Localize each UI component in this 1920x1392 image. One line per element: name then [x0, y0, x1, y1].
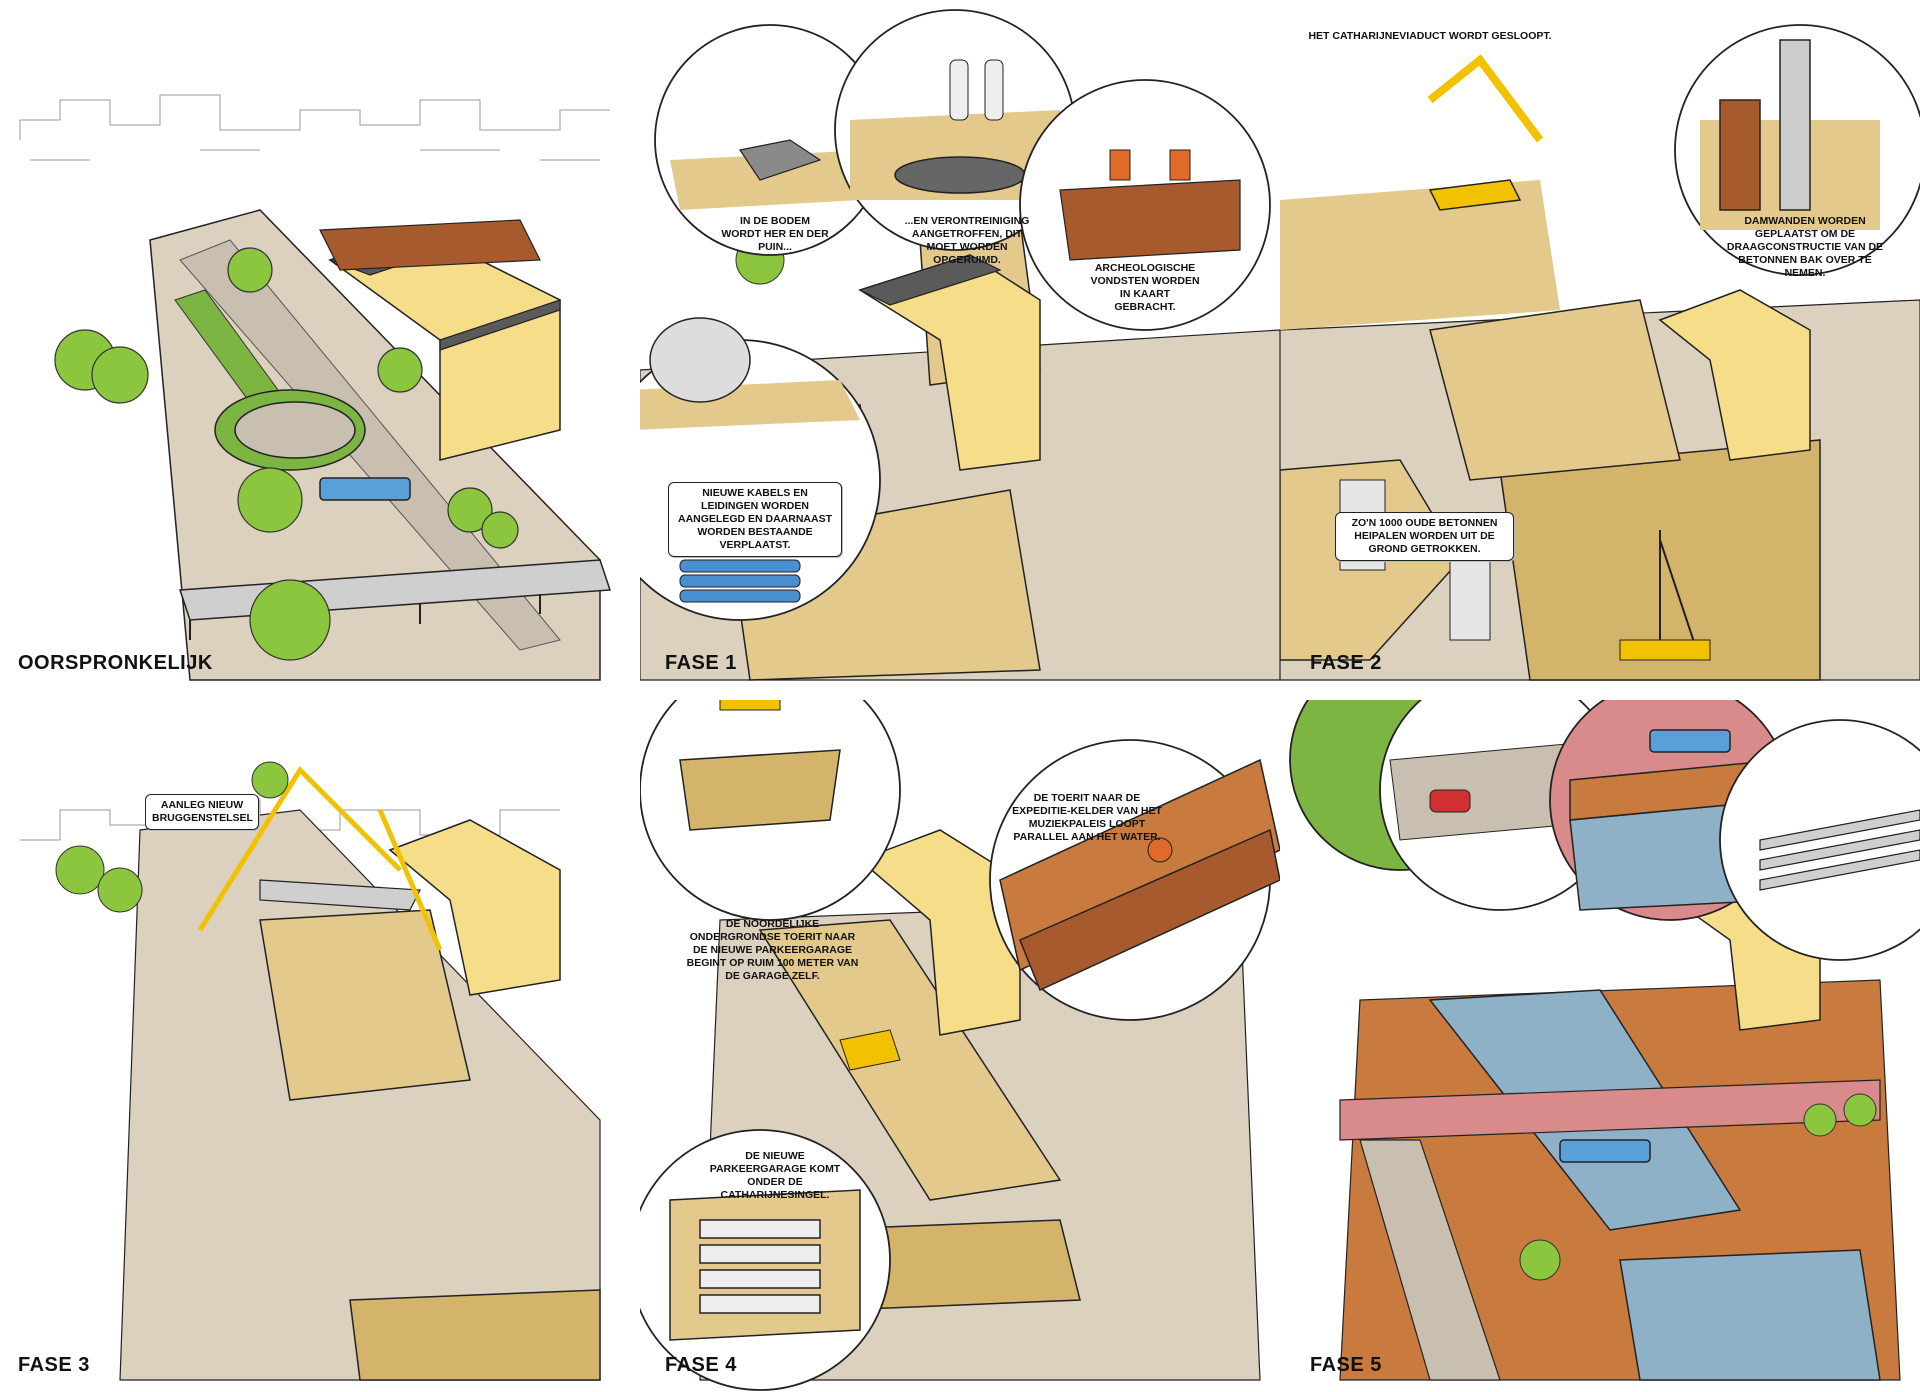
note-heipalen: ZO'N 1000 OUDE BETONNEN HEIPALEN WORDEN … [1335, 512, 1514, 561]
panel-label: FASE 2 [1310, 652, 1382, 674]
note-parkeergarage: DE NIEUWE PARKEERGARAGE KOMT ONDER DE CA… [709, 1150, 841, 1201]
note-noordelijke-toerit: DE NOORDELIJKE ONDERGRONDSE TOERIT NAAR … [686, 918, 859, 982]
panel-fase4-illustration [640, 700, 1280, 1391]
panel-fase4: DE NOORDELIJKE ONDERGRONDSE TOERIT NAAR … [640, 700, 1280, 1392]
excavator [1428, 179, 1522, 211]
panel-fase5: FASE 5 [1280, 700, 1920, 1392]
excavation-pit [259, 909, 471, 1101]
inset-circle-structure [1719, 719, 1920, 961]
note-viaduct: HET CATHARIJNEVIADUCT WORDT GESLOOPT. [1308, 30, 1552, 42]
note-puin: IN DE BODEM WORDT HER EN DER PUIN... [721, 215, 829, 253]
note-damwanden: DAMWANDEN WORDEN GEPLAATST OM DE DRAAGCO… [1726, 215, 1884, 279]
note-kabels: NIEUWE KABELS EN LEIDINGEN WORDEN AANGEL… [668, 482, 842, 557]
bus [319, 477, 411, 501]
panel-fase1-illustration [640, 9, 1280, 681]
note-verontreiniging: ...EN VERONTREINIGING AANGETROFFEN, DIT … [904, 215, 1030, 266]
bridge-deck [259, 879, 421, 911]
panel-fase5-illustration [1289, 700, 1920, 1381]
note-bruggenstelsel: AANLEG NIEUW BRUGGENSTELSEL [145, 794, 259, 830]
crane [197, 766, 402, 932]
building-block [1658, 289, 1811, 461]
crane [377, 809, 443, 951]
cement-truck [839, 1029, 901, 1071]
excavation-pit [1429, 299, 1681, 481]
panel-fase3: AANLEG NIEUW BRUGGENSTELSEL FASE 3 [0, 700, 640, 1392]
excavation-pit [758, 919, 1062, 1201]
pink-road [1339, 1079, 1881, 1141]
panel-label: FASE 5 [1310, 1354, 1382, 1376]
panel-fase2: HET CATHARIJNEVIADUCT WORDT GESLOOPT. DA… [1280, 0, 1920, 690]
road-lane [1359, 1139, 1501, 1381]
panel-label: FASE 3 [18, 1354, 90, 1376]
bus [1559, 1139, 1651, 1163]
panel-fase2-illustration [1280, 24, 1920, 681]
note-expeditiekelder: DE TOERIT NAAR DE EXPEDITIE-KELDER VAN H… [1012, 792, 1162, 843]
panel-oorspronkelijk: OORSPRONKELIJK [0, 0, 640, 690]
excavation-pit [349, 1289, 601, 1381]
building-block [388, 819, 561, 996]
panel-fase3-illustration [20, 761, 601, 1381]
panel-label: FASE 1 [665, 652, 737, 674]
panel-oorspronkelijk-illustration [19, 94, 612, 681]
building-block [858, 829, 1021, 1036]
panel-label: FASE 4 [665, 1354, 737, 1376]
panel-fase1: IN DE BODEM WORDT HER EN DER PUIN... ...… [640, 0, 1280, 690]
note-archeologie: ARCHEOLOGISCHE VONDSTEN WORDEN IN KAART … [1090, 262, 1200, 313]
panel-label: OORSPRONKELIJK [18, 652, 213, 674]
water-canal [1619, 1249, 1881, 1381]
